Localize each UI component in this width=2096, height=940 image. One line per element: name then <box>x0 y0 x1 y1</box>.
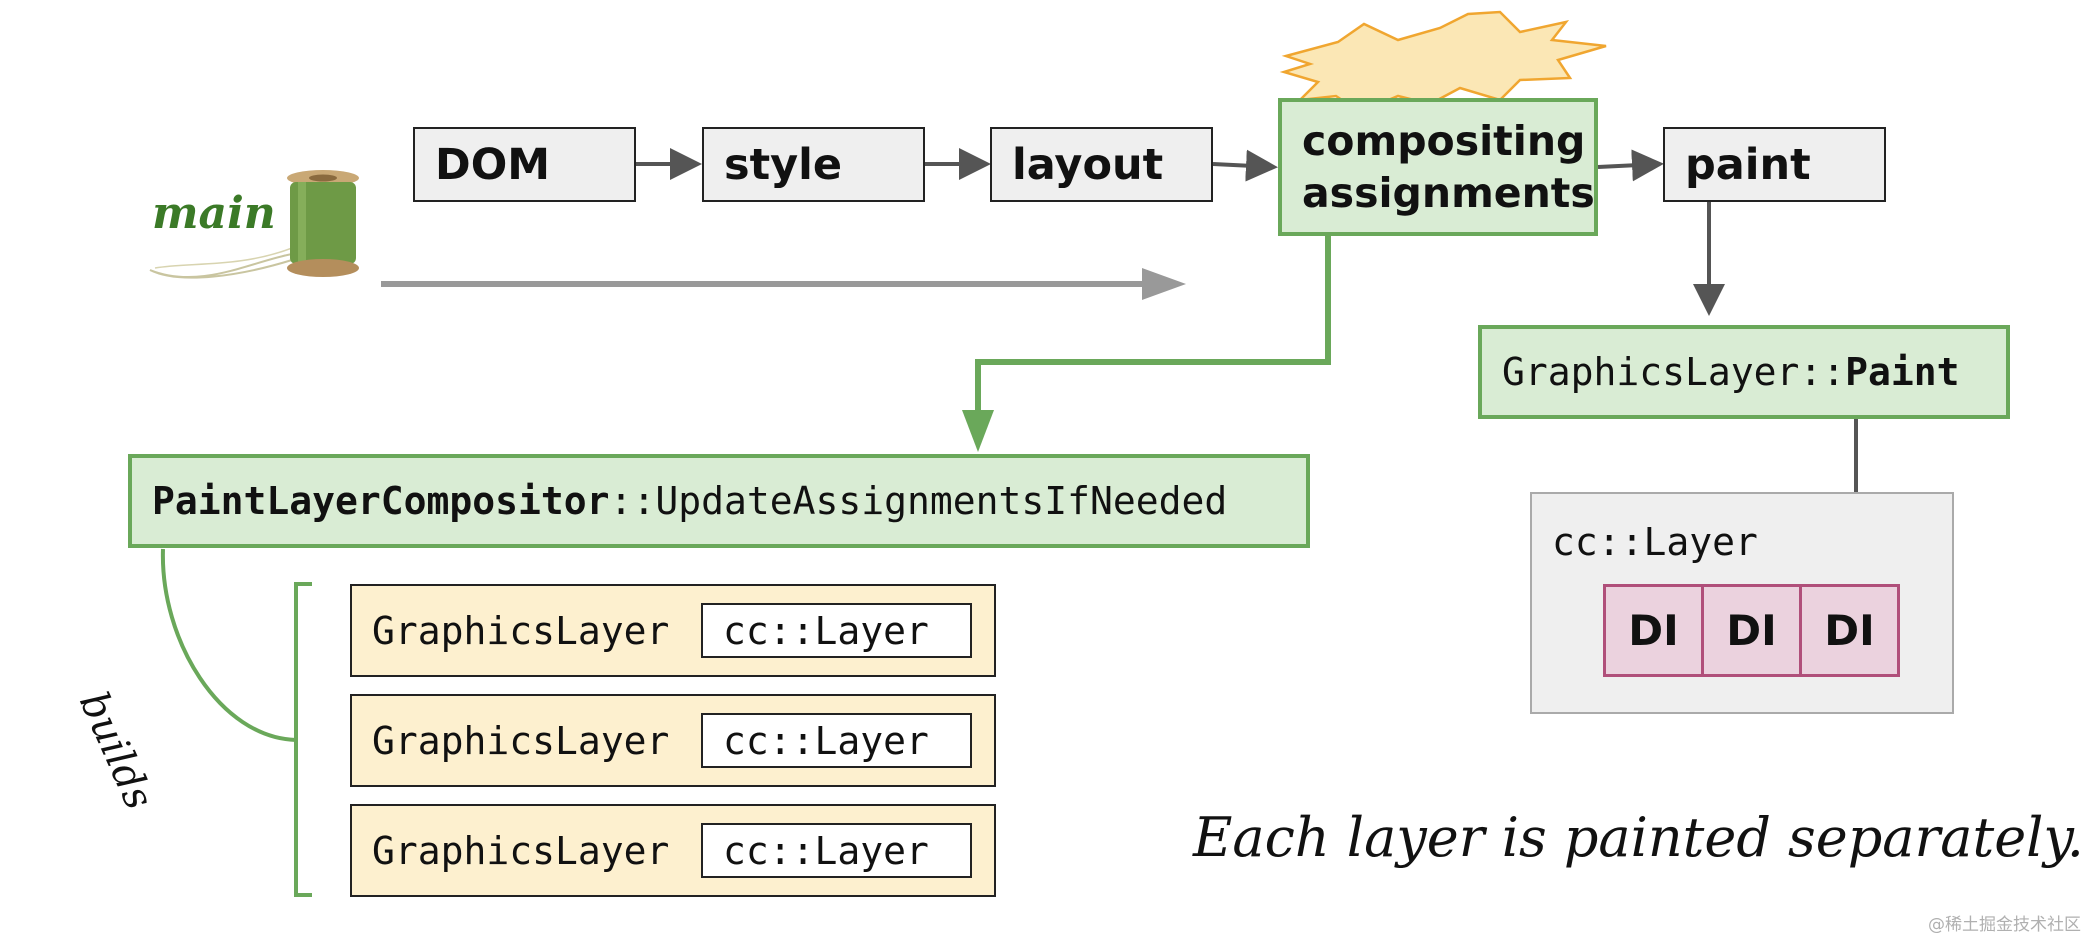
pipeline-step-style-label: style <box>724 139 843 190</box>
pipeline-step-paint: paint <box>1663 127 1886 202</box>
arrow-compositing-compositor-head <box>962 410 994 452</box>
display-item: DI <box>1799 584 1900 677</box>
graphics-layer-name: GraphicsLayer <box>372 608 670 653</box>
graphics-layers-bracket <box>294 582 312 897</box>
graphics-layer-paint-bold: Paint <box>1845 350 1960 394</box>
pipeline-step-compositing: compositing assignments <box>1278 98 1598 236</box>
graphics-layer-paint-box: GraphicsLayer::Paint <box>1478 325 2010 419</box>
cc-layer-container: cc::Layer DI DI DI <box>1530 492 1954 714</box>
cc-layer-inner-box: cc::Layer <box>701 823 972 878</box>
compositor-box: PaintLayerCompositor::UpdateAssignmentsI… <box>128 454 1310 548</box>
cc-layer-inner-label: cc::Layer <box>723 718 929 763</box>
cc-layer-inner-box: cc::Layer <box>701 603 972 658</box>
pipeline-step-paint-label: paint <box>1685 139 1811 190</box>
arrow-layout-compositing <box>1212 149 1278 182</box>
cc-layer-inner-label: cc::Layer <box>723 608 929 653</box>
pipeline-step-compositing-line1: compositing <box>1302 117 1586 165</box>
pipeline-step-style: style <box>702 127 925 202</box>
pipeline-step-layout: layout <box>990 127 1213 202</box>
compositor-class-name: PaintLayerCompositor <box>152 479 610 523</box>
graphics-layer-name: GraphicsLayer <box>372 718 670 763</box>
graphics-layer-row: GraphicsLayer cc::Layer <box>350 804 996 897</box>
thread-spool-icon <box>149 170 359 279</box>
pipeline-step-layout-label: layout <box>1012 139 1164 190</box>
pipeline-step-dom-label: DOM <box>435 139 551 190</box>
main-thread-label: main <box>152 188 276 239</box>
display-item: DI <box>1603 584 1704 677</box>
display-items: DI DI DI <box>1603 584 1900 677</box>
graphics-layer-row: GraphicsLayer cc::Layer <box>350 694 996 787</box>
watermark: @稀土掘金技术社区 <box>1928 915 2081 935</box>
pipeline-step-dom: DOM <box>413 127 636 202</box>
cc-layer-inner-box: cc::Layer <box>701 713 972 768</box>
main-thread-arrowhead <box>1142 268 1186 300</box>
arrow-compositing-paint <box>1597 149 1664 182</box>
display-item: DI <box>1701 584 1802 677</box>
cc-layer-inner-label: cc::Layer <box>723 828 929 873</box>
graphics-layer-row: GraphicsLayer cc::Layer <box>350 584 996 677</box>
graphics-layer-paint-prefix: GraphicsLayer:: <box>1502 350 1846 394</box>
cc-layer-container-label: cc::Layer <box>1552 520 1758 564</box>
pipeline-step-compositing-line2: assignments <box>1302 169 1595 217</box>
caption: Each layer is painted separately. <box>1193 806 2084 869</box>
compositor-method-name: ::UpdateAssignmentsIfNeeded <box>609 479 1228 523</box>
arrow-compositing-compositor <box>975 236 1331 420</box>
graphics-layer-name: GraphicsLayer <box>372 828 670 873</box>
starburst-icon <box>1279 10 1607 114</box>
builds-curve <box>160 548 297 742</box>
